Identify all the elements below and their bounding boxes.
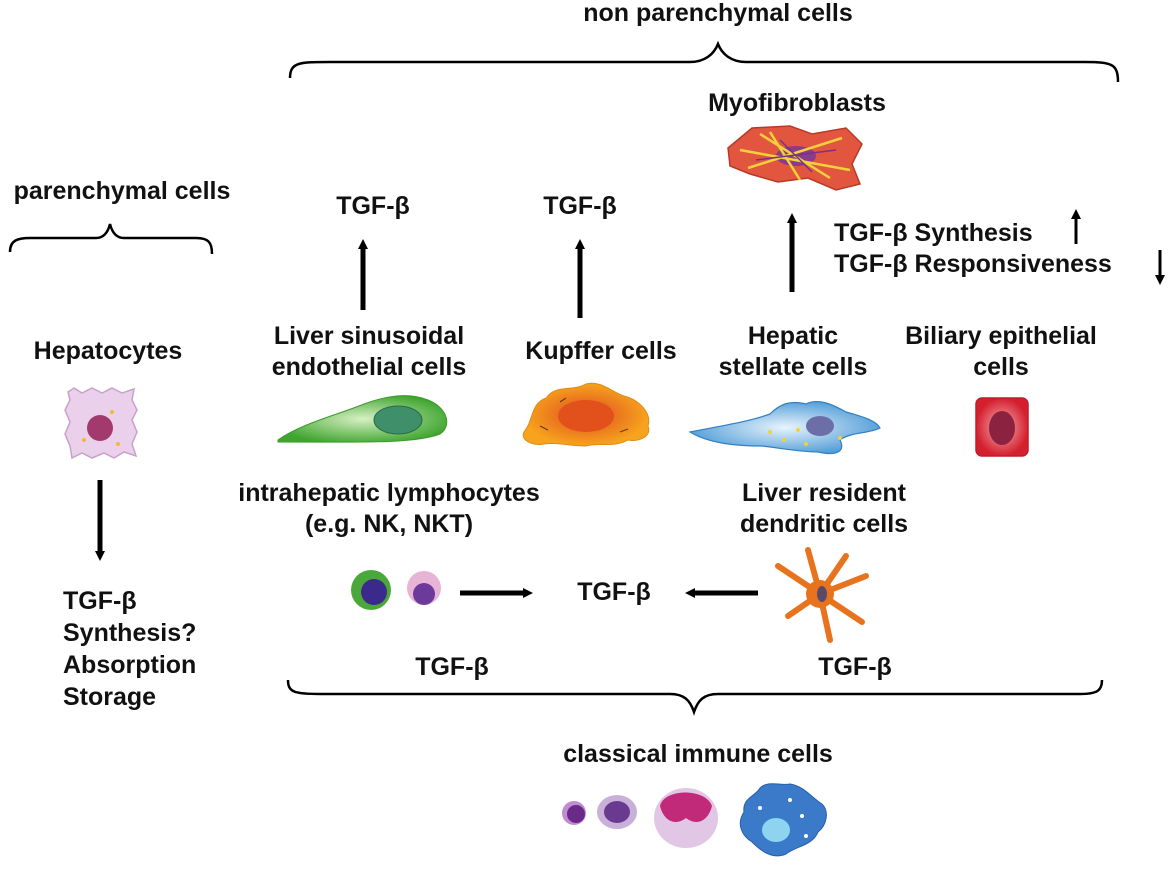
biliary-label: Biliary epithelial cells [905, 321, 1097, 383]
dendritic-label: Liver resident dendritic cells [740, 478, 908, 540]
central-tgf-label: TGF-β [577, 578, 651, 606]
hepatocyte-cell-icon [64, 387, 138, 460]
lymphocytes-label: intrahepatic lymphocytes (e.g. NK, NKT) [238, 478, 539, 540]
non-parenchymal-header: non parenchymal cells [583, 0, 853, 27]
stellate-cell-icon [688, 400, 881, 455]
tgf-responsiveness-label: TGF-β Responsiveness [834, 250, 1112, 278]
hepatocyte-functions: TGF-β Synthesis? Absorption Storage [63, 585, 196, 713]
nk-lymphocyte-icon [351, 570, 391, 610]
lsec-label: Liver sinusoidal endothelial cells [272, 321, 467, 383]
lsec-label-line1: Liver sinusoidal [273, 322, 465, 350]
nkt-lymphocyte-icon [407, 571, 441, 605]
lymphocyte-tgf-label: TGF-β [415, 653, 489, 681]
biliary-label-line2: cells [973, 353, 1029, 381]
non-parenchymal-brace [288, 40, 1120, 83]
endothelial-cell-icon [277, 395, 448, 443]
parenchymal-header: parenchymal cells [13, 177, 231, 205]
myofibroblast-cell-icon [727, 125, 863, 191]
kupffer-tgf-label: TGF-β [543, 192, 617, 220]
parenchymal-brace [8, 223, 214, 255]
biliary-cell-icon [975, 397, 1029, 457]
kupffer-label: Kupffer cells [525, 337, 677, 365]
immune-cell-macrophage-icon [739, 783, 827, 857]
dendritic-tgf-label: TGF-β [818, 653, 892, 681]
immune-cell-granular-icon [597, 795, 637, 829]
hsc-label: Hepatic stellate cells [719, 321, 868, 383]
lymphocytes-label-line2: (e.g. NK, NKT) [304, 510, 474, 538]
dendritic-label-line2: dendritic cells [739, 510, 909, 538]
dendritic-label-line1: Liver resident [742, 479, 906, 507]
tgf-synthesis-label: TGF-β Synthesis [834, 219, 1033, 247]
classical-immune-header: classical immune cells [563, 740, 833, 768]
dendritic-cell-icon [775, 547, 869, 643]
myofibroblasts-label: Myofibroblasts [708, 89, 886, 117]
hsc-label-line1: Hepatic [747, 322, 839, 350]
immune-brace [286, 679, 1104, 716]
hepatocyte-function-item: Storage [63, 683, 157, 711]
hsc-label-line2: stellate cells [718, 353, 868, 381]
hepatocytes-label: Hepatocytes [33, 337, 183, 365]
kupffer-cell-icon [522, 382, 650, 447]
immune-cell-neutrophil-icon [654, 788, 718, 848]
hepatocyte-function-item: Synthesis? [63, 619, 197, 647]
lsec-label-line2: endothelial cells [271, 353, 467, 381]
hepatocyte-function-item: TGF-β [63, 587, 137, 615]
lymphocytes-label-line1: intrahepatic lymphocytes [238, 479, 540, 507]
hepatocyte-function-item: Absorption [63, 651, 197, 679]
biliary-label-line1: Biliary epithelial [905, 322, 1097, 350]
immune-cell-small-icon [562, 801, 586, 825]
lsec-tgf-label: TGF-β [336, 192, 410, 220]
